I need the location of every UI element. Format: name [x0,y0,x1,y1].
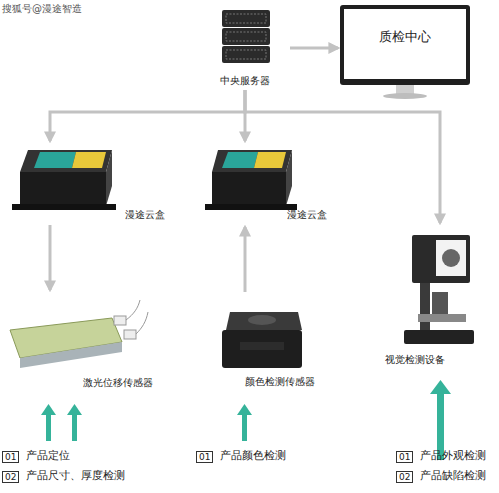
watermark: 搜狐号@漫途智造 [2,2,82,15]
box-label [34,152,76,168]
box-label [254,152,286,168]
box-flange [205,204,297,210]
arrow-head [237,404,252,415]
arrow-head [41,404,56,415]
device-label: 中央服务器 [200,75,290,87]
device-node: 质检中心 [340,5,470,100]
monitor-base [383,93,427,99]
rack-unit [222,28,270,45]
device-label: 漫途云盒 [125,209,165,221]
server-rack [222,10,270,63]
laser-sensor [10,300,148,368]
device-node: 激光位移传感器 [5,292,175,392]
device-display [436,240,466,276]
box-side [286,150,292,206]
item-number: 01 [2,451,19,463]
sensor-base [20,342,122,368]
display-sample [442,249,460,267]
device-node: 中央服务器 [200,8,290,90]
arrow-shaft [72,413,77,441]
arrow-head [67,404,82,415]
item-number: 02 [2,471,19,483]
box-top [212,150,292,172]
arrow-shaft [242,413,247,441]
vision-device [404,235,474,344]
data-link [244,227,247,292]
device-head [412,235,470,283]
sensor-grille [240,342,284,350]
data-link [244,90,247,141]
input-arrows [41,380,451,460]
device-label: 漫途云盒 [287,209,327,221]
item-number: 01 [396,451,413,463]
device-label: 视觉检测设备 [385,354,445,366]
monitor-frame [340,5,470,85]
monitor-screen [344,9,466,79]
monitor [340,5,470,99]
item-text: 产品定位 [26,449,70,462]
data-link [49,225,52,290]
device-label: 颜色检测传感器 [245,376,315,388]
sensor-lens [248,315,276,325]
arrow-head [430,380,451,394]
cable [126,300,148,334]
device-node: 漫途云盒 [10,143,170,225]
box-side [106,150,112,206]
box-top [20,150,112,172]
item-text: 产品尺寸、厚度检测 [26,469,125,482]
sensor-body [222,330,302,368]
arrow-shaft [46,413,51,441]
box-flange [12,204,116,210]
rack-grille [226,14,266,23]
box-label [222,152,258,168]
device-label: 激光位移传感器 [83,377,153,389]
data-link [245,90,440,223]
device-node: 漫途云盒 [205,143,345,225]
item-text: 产品颜色检测 [220,449,286,462]
device-node: 颜色检测传感器 [210,292,350,390]
connector [124,330,136,339]
item-number: 02 [396,471,413,483]
rack-unit [222,10,270,27]
rack-grille [226,50,266,59]
item-number: 01 [196,451,213,463]
box-front [212,172,286,206]
rack-grille [226,32,266,41]
cloud-box [205,150,297,210]
data-link [290,47,338,50]
item-text: 产品外观检测 [420,449,486,462]
monitor-neck [396,85,414,94]
cloud-box [12,150,116,210]
rack-unit [222,46,270,63]
item-text: 产品缺陷检测 [420,469,486,482]
box-label [72,152,106,168]
device-column [420,283,430,331]
device-stage [418,314,466,322]
device-lens [432,292,448,314]
box-front [20,172,106,206]
sensor-top [226,312,302,330]
device-node: 视觉检测设备 [380,225,499,370]
device-label: 质检中心 [340,31,470,43]
connector [114,316,126,325]
data-link [50,90,245,141]
color-sensor [222,312,302,368]
device-base [404,330,474,344]
